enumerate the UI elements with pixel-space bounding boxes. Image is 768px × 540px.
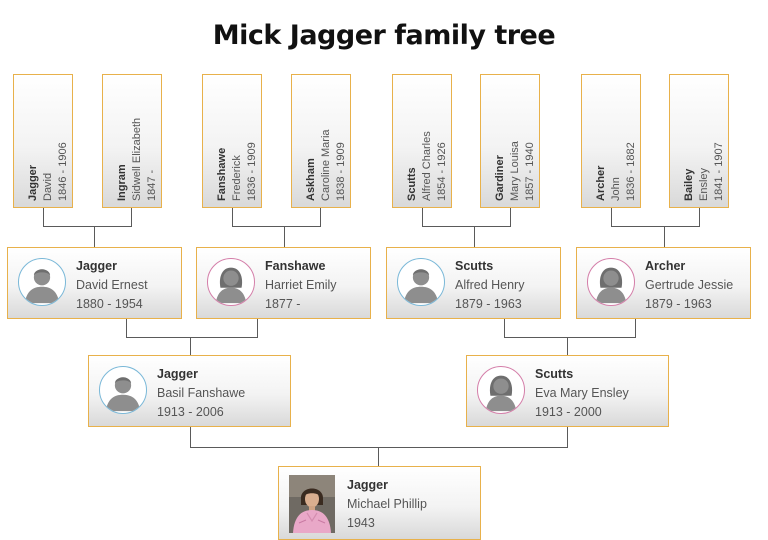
given-names: John [610, 177, 622, 201]
surname: Scutts [406, 167, 418, 201]
surname: Jagger [157, 367, 198, 381]
life-dates: 1857 - 1940 [524, 142, 536, 201]
surname: Scutts [535, 367, 574, 381]
person-card-grandparent[interactable]: Archer Gertrude Jessie 1879 - 1963 [576, 247, 751, 319]
male-avatar-icon [18, 258, 66, 306]
female-avatar-icon [587, 258, 635, 306]
life-dates: 1943 [347, 516, 375, 530]
person-card-parent[interactable]: Jagger Basil Fanshawe 1913 - 2006 [88, 355, 291, 427]
person-card-great-grandparent[interactable]: Jagger David 1846 - 1906 [13, 74, 73, 208]
surname: Archer [645, 259, 686, 273]
person-card-grandparent[interactable]: Jagger David Ernest 1880 - 1954 [7, 247, 182, 319]
life-dates: 1879 - 1963 [455, 297, 522, 311]
given-names: Alfred Henry [455, 278, 525, 292]
life-dates: 1836 - 1909 [246, 142, 258, 201]
given-names: Basil Fanshawe [157, 386, 246, 400]
surname: Jagger [76, 259, 117, 273]
life-dates: 1846 - 1906 [57, 142, 69, 201]
female-avatar-icon [477, 366, 525, 414]
life-dates: 1836 - 1882 [625, 142, 637, 201]
surname: Jagger [347, 478, 388, 492]
life-dates: 1841 - 1907 [713, 142, 725, 201]
person-card-great-grandparent[interactable]: Bailey Ensley 1841 - 1907 [669, 74, 729, 208]
life-dates: 1913 - 2000 [535, 405, 602, 419]
life-dates: 1879 - 1963 [645, 297, 712, 311]
female-avatar-icon [207, 258, 255, 306]
male-avatar-icon [397, 258, 445, 306]
given-names: Gertrude Jessie [645, 278, 734, 292]
person-card-great-grandparent[interactable]: Gardiner Mary Louisa 1857 - 1940 [480, 74, 540, 208]
surname: Ingram [116, 164, 128, 201]
life-dates: 1854 - 1926 [436, 142, 448, 201]
person-card-great-grandparent[interactable]: Askham Caroline Maria 1838 - 1909 [291, 74, 351, 208]
given-names: Harriet Emily [265, 278, 337, 292]
surname: Bailey [683, 168, 695, 201]
male-avatar-icon [99, 366, 147, 414]
person-card-grandparent[interactable]: Fanshawe Harriet Emily 1877 - [196, 247, 371, 319]
surname: Askham [305, 158, 317, 201]
given-names: Frederick [231, 155, 243, 201]
given-names: Sidwell Elizabeth [131, 117, 143, 201]
given-names: Ensley [698, 167, 710, 201]
person-card-great-grandparent[interactable]: Archer John 1836 - 1882 [581, 74, 641, 208]
given-names: Eva Mary Ensley [535, 386, 629, 400]
given-names: Michael Phillip [347, 497, 427, 511]
life-dates: 1913 - 2006 [157, 405, 224, 419]
surname: Jagger [27, 164, 39, 201]
given-names: David [42, 172, 54, 201]
surname: Fanshawe [216, 147, 228, 201]
person-card-parent[interactable]: Scutts Eva Mary Ensley 1913 - 2000 [466, 355, 669, 427]
surname: Archer [595, 165, 607, 201]
person-card-subject[interactable]: Jagger Michael Phillip 1943 [278, 466, 481, 540]
portrait-photo [289, 475, 335, 533]
life-dates: 1847 - [146, 169, 158, 201]
person-card-great-grandparent[interactable]: Scutts Alfred Charles 1854 - 1926 [392, 74, 452, 208]
given-names: Alfred Charles [421, 131, 433, 201]
person-card-grandparent[interactable]: Scutts Alfred Henry 1879 - 1963 [386, 247, 561, 319]
given-names: David Ernest [76, 278, 148, 292]
life-dates: 1838 - 1909 [335, 142, 347, 201]
given-names: Mary Louisa [509, 141, 521, 201]
given-names: Caroline Maria [320, 129, 332, 201]
page-title: Mick Jagger family tree [212, 20, 556, 51]
person-card-great-grandparent[interactable]: Fanshawe Frederick 1836 - 1909 [202, 74, 262, 208]
surname: Fanshawe [265, 259, 326, 273]
surname: Scutts [455, 259, 494, 273]
life-dates: 1877 - [265, 297, 301, 311]
person-card-great-grandparent[interactable]: Ingram Sidwell Elizabeth 1847 - [102, 74, 162, 208]
life-dates: 1880 - 1954 [76, 297, 143, 311]
surname: Gardiner [494, 155, 506, 201]
